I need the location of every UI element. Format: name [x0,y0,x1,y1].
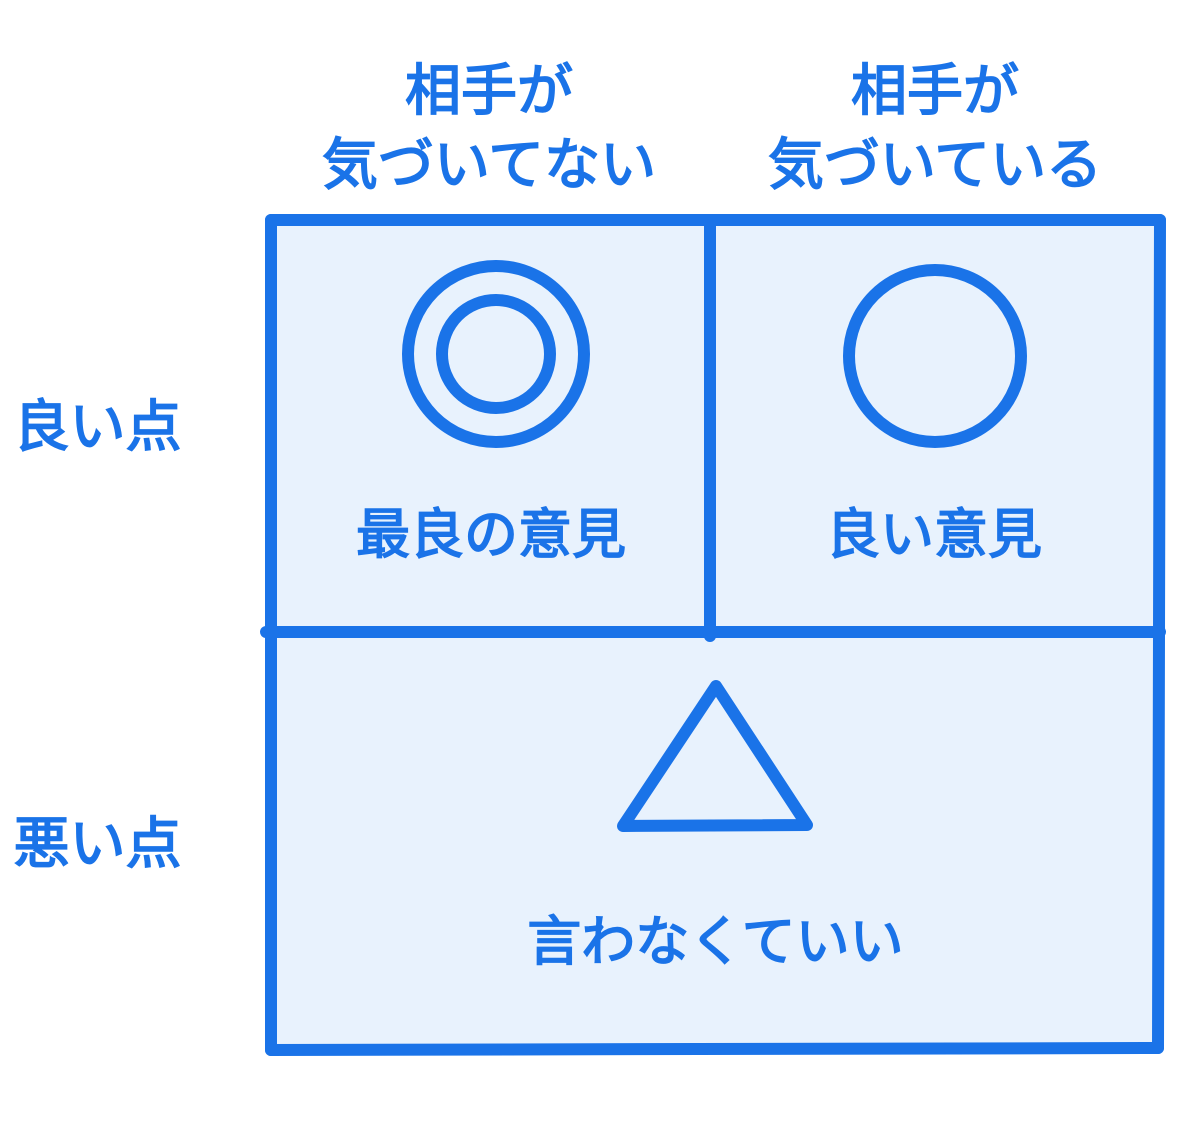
column-header-line1: 相手が [405,59,573,124]
triangle-icon [617,680,813,832]
column-header-noticed: 相手が 気づいている [710,55,1160,203]
column-header-line2: 気づいてない [321,133,657,198]
double-circle-outer-icon [402,260,590,448]
cell-top-right-bg [710,220,1160,632]
circle-icon [843,264,1027,448]
cell-label-no-need-to-say: 言わなくていい [527,910,904,973]
column-header-line1: 相手が [851,59,1019,124]
cell-top-left-bg [271,220,710,632]
row-header-bad-points: 悪い点 [13,812,182,877]
column-header-line2: 気づいている [767,133,1103,198]
grid-bottom-line [265,1042,1164,1056]
cell-bottom-bg [271,632,1160,1050]
double-circle-inner-icon [436,294,556,414]
cell-label-good-opinion: 良い意見 [826,503,1042,566]
column-header-not-noticed: 相手が 気づいてない [268,55,710,203]
cell-label-best-opinion: 最良の意見 [356,503,626,566]
row-header-good-points: 良い点 [13,395,182,460]
